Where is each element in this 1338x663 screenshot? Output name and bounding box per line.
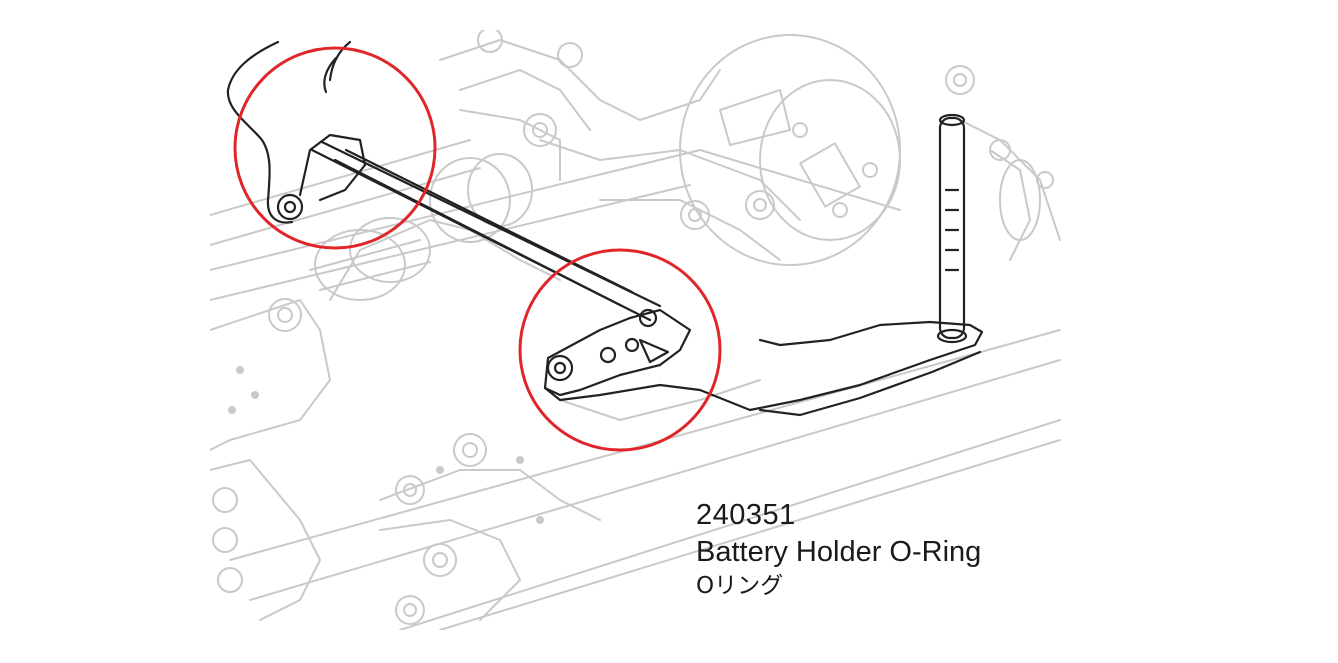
battery-holder-parts <box>226 40 984 417</box>
highlight-circles <box>233 46 722 452</box>
part-name: Battery Holder O-Ring <box>696 536 982 568</box>
part-name-japanese: Oリング <box>696 573 784 599</box>
lower-highlight-circle <box>518 248 722 452</box>
upper-left-highlight-circle <box>233 46 437 250</box>
part-number: 240351 <box>696 499 796 531</box>
part-label: 240351 Battery Holder O-Ring Oリング <box>696 497 981 601</box>
chassis-background <box>210 30 1061 630</box>
